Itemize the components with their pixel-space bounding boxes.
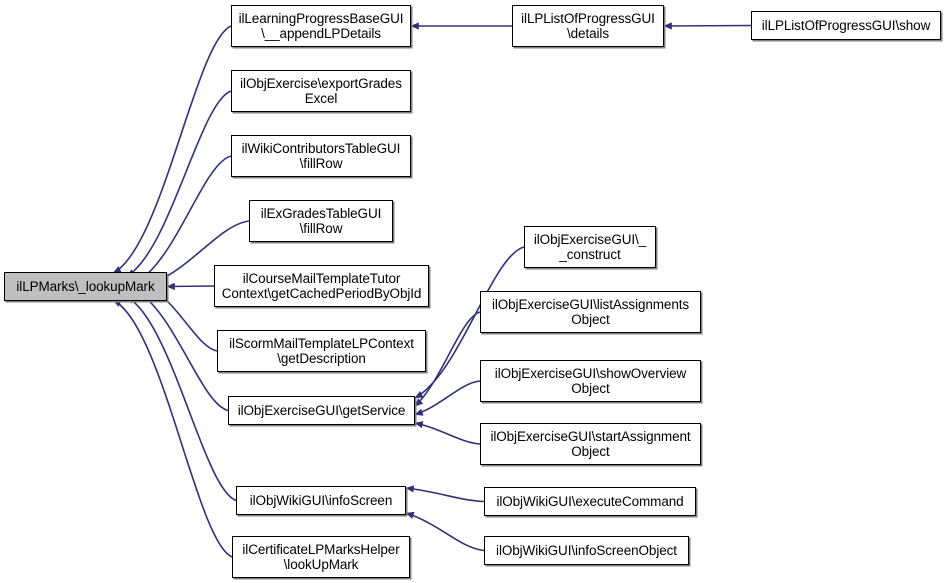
graph-edge-wikiExecuteCommand-to-wikiInfoScreen xyxy=(405,485,485,503)
graph-edge-lpListShow-to-lpListDetails xyxy=(663,22,752,30)
graph-edge-wikiInfoScreen-to-lookupMark xyxy=(126,295,237,502)
graph-node-label: ilLPListOfProgressGUI \details xyxy=(521,10,655,42)
graph-node-label: ilLPMarks\_lookupMark xyxy=(16,278,155,294)
graph-node-label: ilObjWikiGUI\infoScreen xyxy=(249,492,393,508)
graph-node-label: ilObjWikiGUI\infoScreenObject xyxy=(496,542,677,558)
graph-edge-certificateLookUpMark-to-lookupMark xyxy=(112,299,233,558)
graph-node-label: ilObjWikiGUI\executeCommand xyxy=(496,493,684,509)
graph-node-label: ilScormMailTemplateLPContext \getDescrip… xyxy=(229,335,414,367)
graph-node-exGradesFillRow[interactable]: ilExGradesTableGUI \fillRow xyxy=(249,200,393,242)
graph-node-label: ilExGradesTableGUI \fillRow xyxy=(260,205,382,237)
graph-node-lookupMark[interactable]: ilLPMarks\_lookupMark xyxy=(4,272,167,301)
graph-node-label: ilLPListOfProgressGUI\show xyxy=(761,17,931,33)
graph-node-getService[interactable]: ilObjExerciseGUI\getService xyxy=(228,396,415,425)
graph-node-label: ilCourseMailTemplateTutor Context\getCac… xyxy=(221,270,422,302)
graph-node-label: ilObjExerciseGUI\listAssignments Object xyxy=(491,296,690,328)
graph-node-lpListShow[interactable]: ilLPListOfProgressGUI\show xyxy=(751,11,941,40)
graph-edge-getService-to-lookupMark xyxy=(139,292,229,412)
graph-node-wikiExecuteCommand[interactable]: ilObjWikiGUI\executeCommand xyxy=(484,487,696,516)
graph-node-label: ilCertificateLPMarksHelper \lookUpMark xyxy=(242,541,400,573)
graph-edge-exportGradesExcel-to-lookupMark xyxy=(126,90,232,278)
graph-node-exerciseConstruct[interactable]: ilObjExerciseGUI\_ _construct xyxy=(524,226,656,268)
graph-node-label: ilObjExerciseGUI\getService xyxy=(237,402,406,418)
graph-node-label: ilObjExercise\exportGrades Excel xyxy=(240,75,402,107)
graph-node-appendLPDetails[interactable]: ilLearningProgressBaseGUI \__appendLPDet… xyxy=(231,5,411,47)
graph-node-label: ilLearningProgressBaseGUI \__appendLPDet… xyxy=(238,10,404,42)
graph-node-startAssignmentObject[interactable]: ilObjExerciseGUI\startAssignment Object xyxy=(480,423,701,465)
graph-node-label: ilObjExerciseGUI\_ _construct xyxy=(533,231,647,263)
graph-node-wikiInfoScreen[interactable]: ilObjWikiGUI\infoScreen xyxy=(236,486,406,515)
graph-edge-wikiContributorsFillRow-to-lookupMark xyxy=(139,155,232,281)
graph-node-wikiInfoScreenObject[interactable]: ilObjWikiGUI\infoScreenObject xyxy=(484,536,689,565)
graph-edge-startAssignmentObject-to-getService xyxy=(414,421,481,445)
graph-node-lpListDetails[interactable]: ilLPListOfProgressGUI \details xyxy=(512,5,664,47)
graph-node-wikiContributorsFillRow[interactable]: ilWikiContributorsTableGUI \fillRow xyxy=(231,135,411,177)
graph-node-showOverviewObject[interactable]: ilObjExerciseGUI\showOverview Object xyxy=(480,360,701,402)
graph-node-label: ilObjExerciseGUI\showOverview Object xyxy=(494,365,687,397)
graph-node-listAssignmentsObject[interactable]: ilObjExerciseGUI\listAssignments Object xyxy=(480,291,701,333)
graph-edge-getCachedPeriodByObjId-to-lookupMark xyxy=(166,282,215,291)
graph-node-label: ilObjExerciseGUI\startAssignment Object xyxy=(490,428,691,460)
graph-edge-appendLPDetails-to-lookupMark xyxy=(112,25,232,274)
graph-node-label: ilWikiContributorsTableGUI \fillRow xyxy=(241,140,401,172)
graph-node-exportGradesExcel[interactable]: ilObjExercise\exportGrades Excel xyxy=(231,70,411,112)
graph-edge-showOverviewObject-to-getService xyxy=(414,380,481,416)
graph-node-scormGetDescription[interactable]: ilScormMailTemplateLPContext \getDescrip… xyxy=(217,330,426,372)
graph-node-getCachedPeriodByObjId[interactable]: ilCourseMailTemplateTutor Context\getCac… xyxy=(214,265,429,307)
graph-edge-wikiInfoScreenObject-to-wikiInfoScreen xyxy=(405,511,485,552)
graph-node-certificateLookUpMark[interactable]: ilCertificateLPMarksHelper \lookUpMark xyxy=(232,536,410,578)
